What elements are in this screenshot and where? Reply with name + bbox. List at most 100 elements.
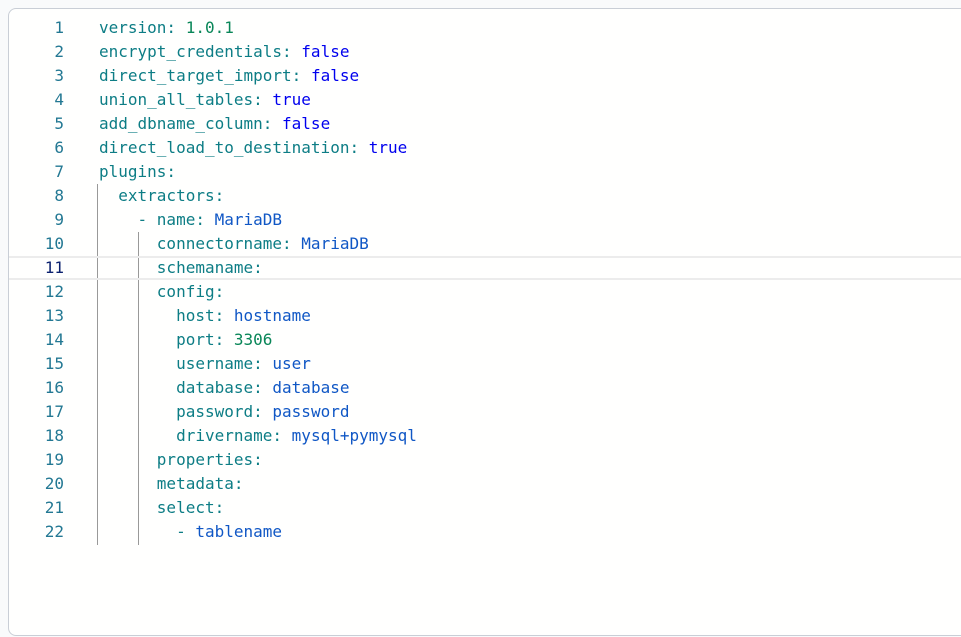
line-number[interactable]: 10 <box>44 234 64 253</box>
line-number[interactable]: 14 <box>44 330 64 349</box>
code-text: host: hostname <box>99 304 311 328</box>
token-str: database <box>272 378 350 397</box>
code-line[interactable]: 7 plugins: <box>9 160 961 184</box>
code-line[interactable]: 11 schemaname: <box>9 256 961 280</box>
line-number[interactable]: 13 <box>44 306 64 325</box>
token-key: username: <box>176 354 263 373</box>
token-num: 1.0.1 <box>185 18 234 37</box>
yaml-code-editor[interactable]: 1 version: 1.0.1 2 encrypt_credentials: fal… <box>9 9 961 635</box>
token-key: drivername: <box>176 426 283 445</box>
token-key: encrypt_credentials: <box>99 42 292 61</box>
code-line[interactable]: 1 version: 1.0.1 <box>9 16 961 40</box>
token-pln <box>282 426 292 445</box>
code-text: username: user <box>99 352 311 376</box>
code-line[interactable]: 3 direct_target_import: false <box>9 64 961 88</box>
code-text: union_all_tables: true <box>99 88 311 112</box>
code-text: direct_load_to_destination: true <box>99 136 407 160</box>
code-line[interactable]: 6 direct_load_to_destination: true <box>9 136 961 160</box>
code-text: plugins: <box>99 160 176 184</box>
token-num: 3306 <box>233 330 273 349</box>
token-pln <box>99 282 157 301</box>
code-line[interactable]: 5 add_dbname_column: false <box>9 112 961 136</box>
line-number[interactable]: 22 <box>44 522 64 541</box>
token-pln <box>301 66 311 85</box>
token-key: select: <box>156 498 225 517</box>
code-line[interactable]: 4 union_all_tables: true <box>9 88 961 112</box>
code-line[interactable]: 14 port: 3306 <box>9 328 961 352</box>
token-pln <box>263 402 273 421</box>
code-line[interactable]: 10 connectorname: MariaDB <box>9 232 961 256</box>
token-pln <box>292 42 302 61</box>
line-number[interactable]: 4 <box>54 90 64 109</box>
token-key: version: <box>99 18 177 37</box>
token-pln <box>99 498 157 517</box>
token-pln <box>263 90 273 109</box>
code-line[interactable]: 9 - name: MariaDB <box>9 208 961 232</box>
code-line[interactable]: 21 select: <box>9 496 961 520</box>
code-line[interactable]: 17 password: password <box>9 400 961 424</box>
code-text: port: 3306 <box>99 328 272 352</box>
token-key: name: <box>156 210 205 229</box>
code-text: connectorname: MariaDB <box>99 232 369 256</box>
code-line[interactable]: 13 host: hostname <box>9 304 961 328</box>
token-key: direct_load_to_destination: <box>99 138 360 157</box>
line-number[interactable]: 1 <box>54 18 64 37</box>
line-number[interactable]: 17 <box>44 402 64 421</box>
code-line[interactable]: 22 - tablename <box>9 520 961 544</box>
code-text: add_dbname_column: false <box>99 112 330 136</box>
code-line[interactable]: 19 properties: <box>9 448 961 472</box>
token-pln <box>99 186 118 205</box>
token-pln <box>99 522 176 541</box>
code-text: - tablename <box>99 520 282 544</box>
token-pln <box>292 234 302 253</box>
code-text: version: 1.0.1 <box>99 16 234 40</box>
token-pln <box>224 330 234 349</box>
line-number[interactable]: 16 <box>44 378 64 397</box>
code-line[interactable]: 20 metadata: <box>9 472 961 496</box>
token-pln <box>99 330 176 349</box>
token-kw: false <box>310 66 360 85</box>
code-line[interactable]: 15 username: user <box>9 352 961 376</box>
token-key: extractors: <box>118 186 225 205</box>
line-number[interactable]: 8 <box>54 186 64 205</box>
token-pln <box>99 450 157 469</box>
line-number[interactable]: 11 <box>44 258 64 277</box>
code-text: password: password <box>99 400 349 424</box>
code-line[interactable]: 16 database: database <box>9 376 961 400</box>
code-line[interactable]: 8 extractors: <box>9 184 961 208</box>
token-pln <box>99 474 157 493</box>
indent-guide-level-2 <box>138 232 139 545</box>
line-number[interactable]: 2 <box>54 42 64 61</box>
code-line[interactable]: 12 config: <box>9 280 961 304</box>
line-number[interactable]: 6 <box>54 138 64 157</box>
token-pln <box>99 402 176 421</box>
token-key: properties: <box>156 450 263 469</box>
code-text: database: database <box>99 376 349 400</box>
code-text: schemaname: <box>99 256 263 278</box>
token-pln <box>99 426 176 445</box>
line-number[interactable]: 12 <box>44 282 64 301</box>
line-number[interactable]: 5 <box>54 114 64 133</box>
token-key: direct_target_import: <box>99 66 302 85</box>
token-str: hostname <box>233 306 311 325</box>
indent-guide-level-1 <box>97 184 98 545</box>
code-text: properties: <box>99 448 263 472</box>
code-line[interactable]: 2 encrypt_credentials: false <box>9 40 961 64</box>
line-number[interactable]: 9 <box>54 210 64 229</box>
token-key: metadata: <box>156 474 244 493</box>
line-number[interactable]: 20 <box>44 474 64 493</box>
token-dash: - <box>137 210 157 229</box>
token-pln <box>359 138 369 157</box>
line-number[interactable]: 3 <box>54 66 64 85</box>
token-str: user <box>272 354 311 373</box>
line-number[interactable]: 21 <box>44 498 64 517</box>
line-number[interactable]: 19 <box>44 450 64 469</box>
token-kw: false <box>301 42 350 61</box>
line-number[interactable]: 7 <box>54 162 64 181</box>
code-line[interactable]: 18 drivername: mysql+pymysql <box>9 424 961 448</box>
line-number[interactable]: 15 <box>44 354 64 373</box>
token-str: password <box>272 402 350 421</box>
line-number[interactable]: 18 <box>44 426 64 445</box>
token-pln <box>263 354 273 373</box>
token-str: MariaDB <box>214 210 283 229</box>
